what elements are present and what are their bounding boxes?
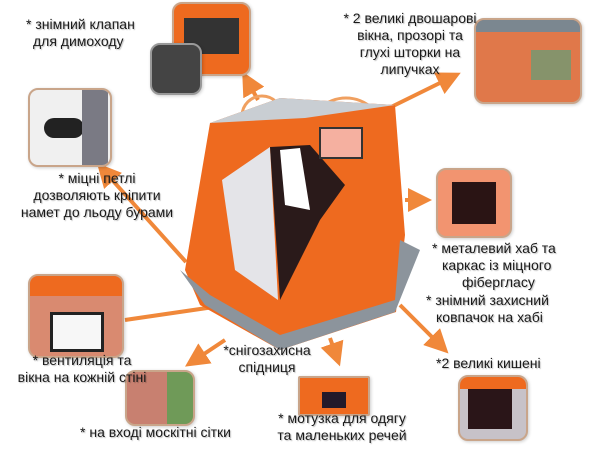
rope-label: * мотузка для одягу та маленьких речей	[262, 410, 422, 444]
loops-label: * міцні петлі дозволяють кріпити намет д…	[2, 170, 192, 221]
chimney-flap-label: * знімний клапан для димоходу	[26, 16, 135, 50]
chimney-cover-photo	[150, 43, 202, 95]
label-line: * міцні петлі	[58, 170, 136, 186]
hub-cap-label: * знімний захисний ковпачок на хабі	[426, 292, 549, 326]
windows-label: * 2 великі двошарові вікна, прозорі та г…	[335, 10, 485, 78]
label-line: * мотузка для одягу	[278, 410, 406, 426]
label-line: каркас із міцного	[442, 257, 552, 273]
ventilation-label: * вентиляція та вікна на кожній стіні	[2, 352, 162, 386]
snow-skirt-label: *снігозахисна спідниця	[212, 342, 322, 376]
mosquito-net-label: * на вході москітні сітки	[80, 424, 231, 441]
loop-photo	[28, 88, 112, 167]
hub-photo	[436, 168, 512, 238]
rope-photo	[298, 376, 370, 416]
label-line: вікна, прозорі та	[357, 27, 463, 43]
mosquito-net-photo	[125, 370, 195, 426]
pocket-photo	[458, 375, 528, 441]
label-line: * металевий хаб та	[432, 240, 556, 256]
chimney-flap-photo	[172, 2, 251, 76]
label-line: дозволяють кріпити	[33, 187, 161, 203]
label-line: * знімний захисний	[426, 292, 549, 308]
label-line: фібергласу	[462, 274, 535, 290]
label-line: спідниця	[238, 359, 296, 375]
label-line: та маленьких речей	[277, 427, 407, 443]
hub-label: * металевий хаб та каркас із міцного фіб…	[432, 240, 556, 291]
label-line: ковпачок на хабі	[436, 309, 543, 325]
ventilation-photo	[28, 274, 124, 358]
label-line: *снігозахисна	[223, 342, 311, 358]
label-line: глухі шторки на	[359, 44, 461, 60]
window-photo	[474, 18, 582, 104]
label-line: * 2 великі двошарові	[343, 10, 477, 26]
label-line: для димоходу	[33, 33, 124, 49]
pockets-label: *2 великі кишені	[436, 355, 541, 372]
label-line: вікна на кожній стіні	[17, 369, 147, 385]
label-line: * знімний клапан	[26, 16, 135, 32]
label-line: * на вході москітні сітки	[80, 424, 231, 440]
label-line: * вентиляція та	[32, 352, 132, 368]
label-line: *2 великі кишені	[436, 355, 541, 371]
label-line: липучках	[380, 61, 440, 77]
label-line: намет до льоду бурами	[20, 204, 174, 220]
